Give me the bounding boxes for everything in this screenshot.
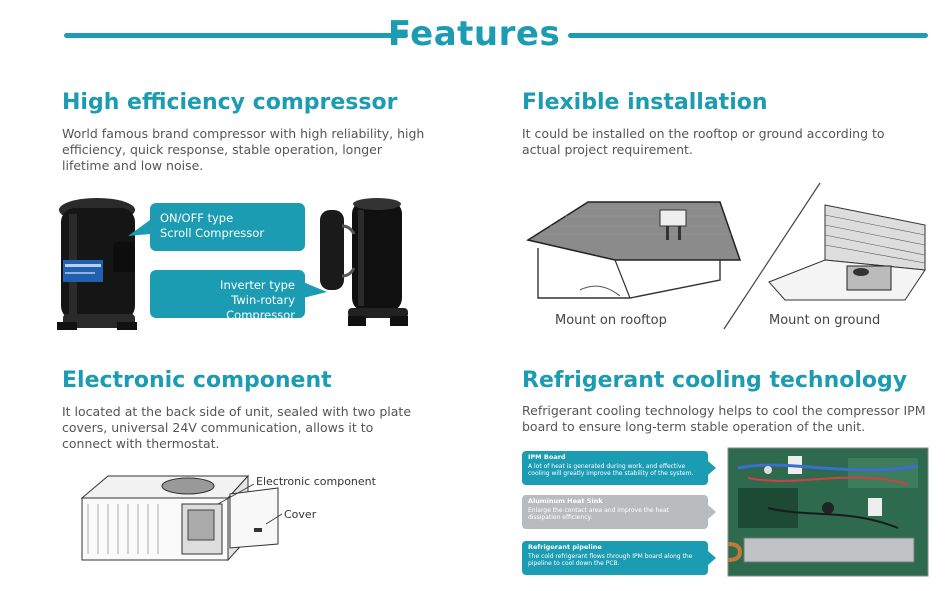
chevron-right-icon <box>708 461 716 475</box>
electronic-desc: It located at the back side of unit, sea… <box>62 404 412 451</box>
installation-desc: It could be installed on the rooftop or … <box>522 126 885 157</box>
caption-ground: Mount on ground <box>769 313 881 328</box>
pipeline-text: The cold refrigerant flows through IPM b… <box>528 552 693 568</box>
caption-rooftop: Mount on rooftop <box>555 313 667 328</box>
page-title: Features <box>387 14 561 54</box>
rotary-compressor-callout: Inverter type Twin-rotary Compressor <box>150 270 305 322</box>
label-leader-lines <box>217 483 283 525</box>
compressor-title: High efficiency compressor <box>62 90 398 115</box>
heat-sink-text: Enlarge the contact area and improve the… <box>528 506 670 522</box>
scroll-compressor-image <box>57 198 137 330</box>
chevron-right-icon <box>708 505 716 519</box>
rooftop-illustration <box>526 201 742 299</box>
header-line-left <box>64 33 408 38</box>
label-electronic-component: Electronic component <box>256 475 376 488</box>
heat-sink-box: Aluminum Heat Sink Enlarge the contact a… <box>522 495 716 529</box>
divider-slash <box>723 182 821 330</box>
scroll-callout-line2: Scroll Compressor <box>160 226 265 240</box>
scroll-callout-line1: ON/OFF type <box>160 211 234 225</box>
ground-illustration <box>768 204 926 301</box>
callout-pointer-1 <box>128 220 150 236</box>
unit-illustration <box>80 474 250 562</box>
installation-title: Flexible installation <box>522 90 768 115</box>
header-line-right <box>568 33 928 38</box>
ipm-board-title: IPM Board <box>528 453 566 461</box>
ipm-board-box: IPM Board A lot of heat is generated dur… <box>522 451 716 485</box>
rotary-callout-line2: Twin-rotary Compressor <box>226 293 295 322</box>
pipeline-title: Refrigerant pipeline <box>528 543 602 551</box>
ipm-board-photo <box>727 447 929 577</box>
compressor-desc: World famous brand compressor with high … <box>62 126 425 173</box>
scroll-compressor-callout: ON/OFF type Scroll Compressor <box>150 203 305 251</box>
rotary-compressor-image <box>320 198 408 326</box>
electronic-title: Electronic component <box>62 368 332 393</box>
rotary-callout-line1: Inverter type <box>220 278 295 292</box>
heat-sink-title: Aluminum Heat Sink <box>528 497 603 505</box>
ipm-board-text: A lot of heat is generated during work, … <box>528 462 694 478</box>
cover-panel-illustration <box>229 487 279 549</box>
refrigerant-desc: Refrigerant cooling technology helps to … <box>522 403 926 434</box>
callout-pointer-2 <box>303 282 327 298</box>
refrigerant-title: Refrigerant cooling technology <box>522 368 908 393</box>
label-cover: Cover <box>284 508 317 521</box>
chevron-right-icon <box>708 551 716 565</box>
pipeline-box: Refrigerant pipeline The cold refrigeran… <box>522 541 716 575</box>
